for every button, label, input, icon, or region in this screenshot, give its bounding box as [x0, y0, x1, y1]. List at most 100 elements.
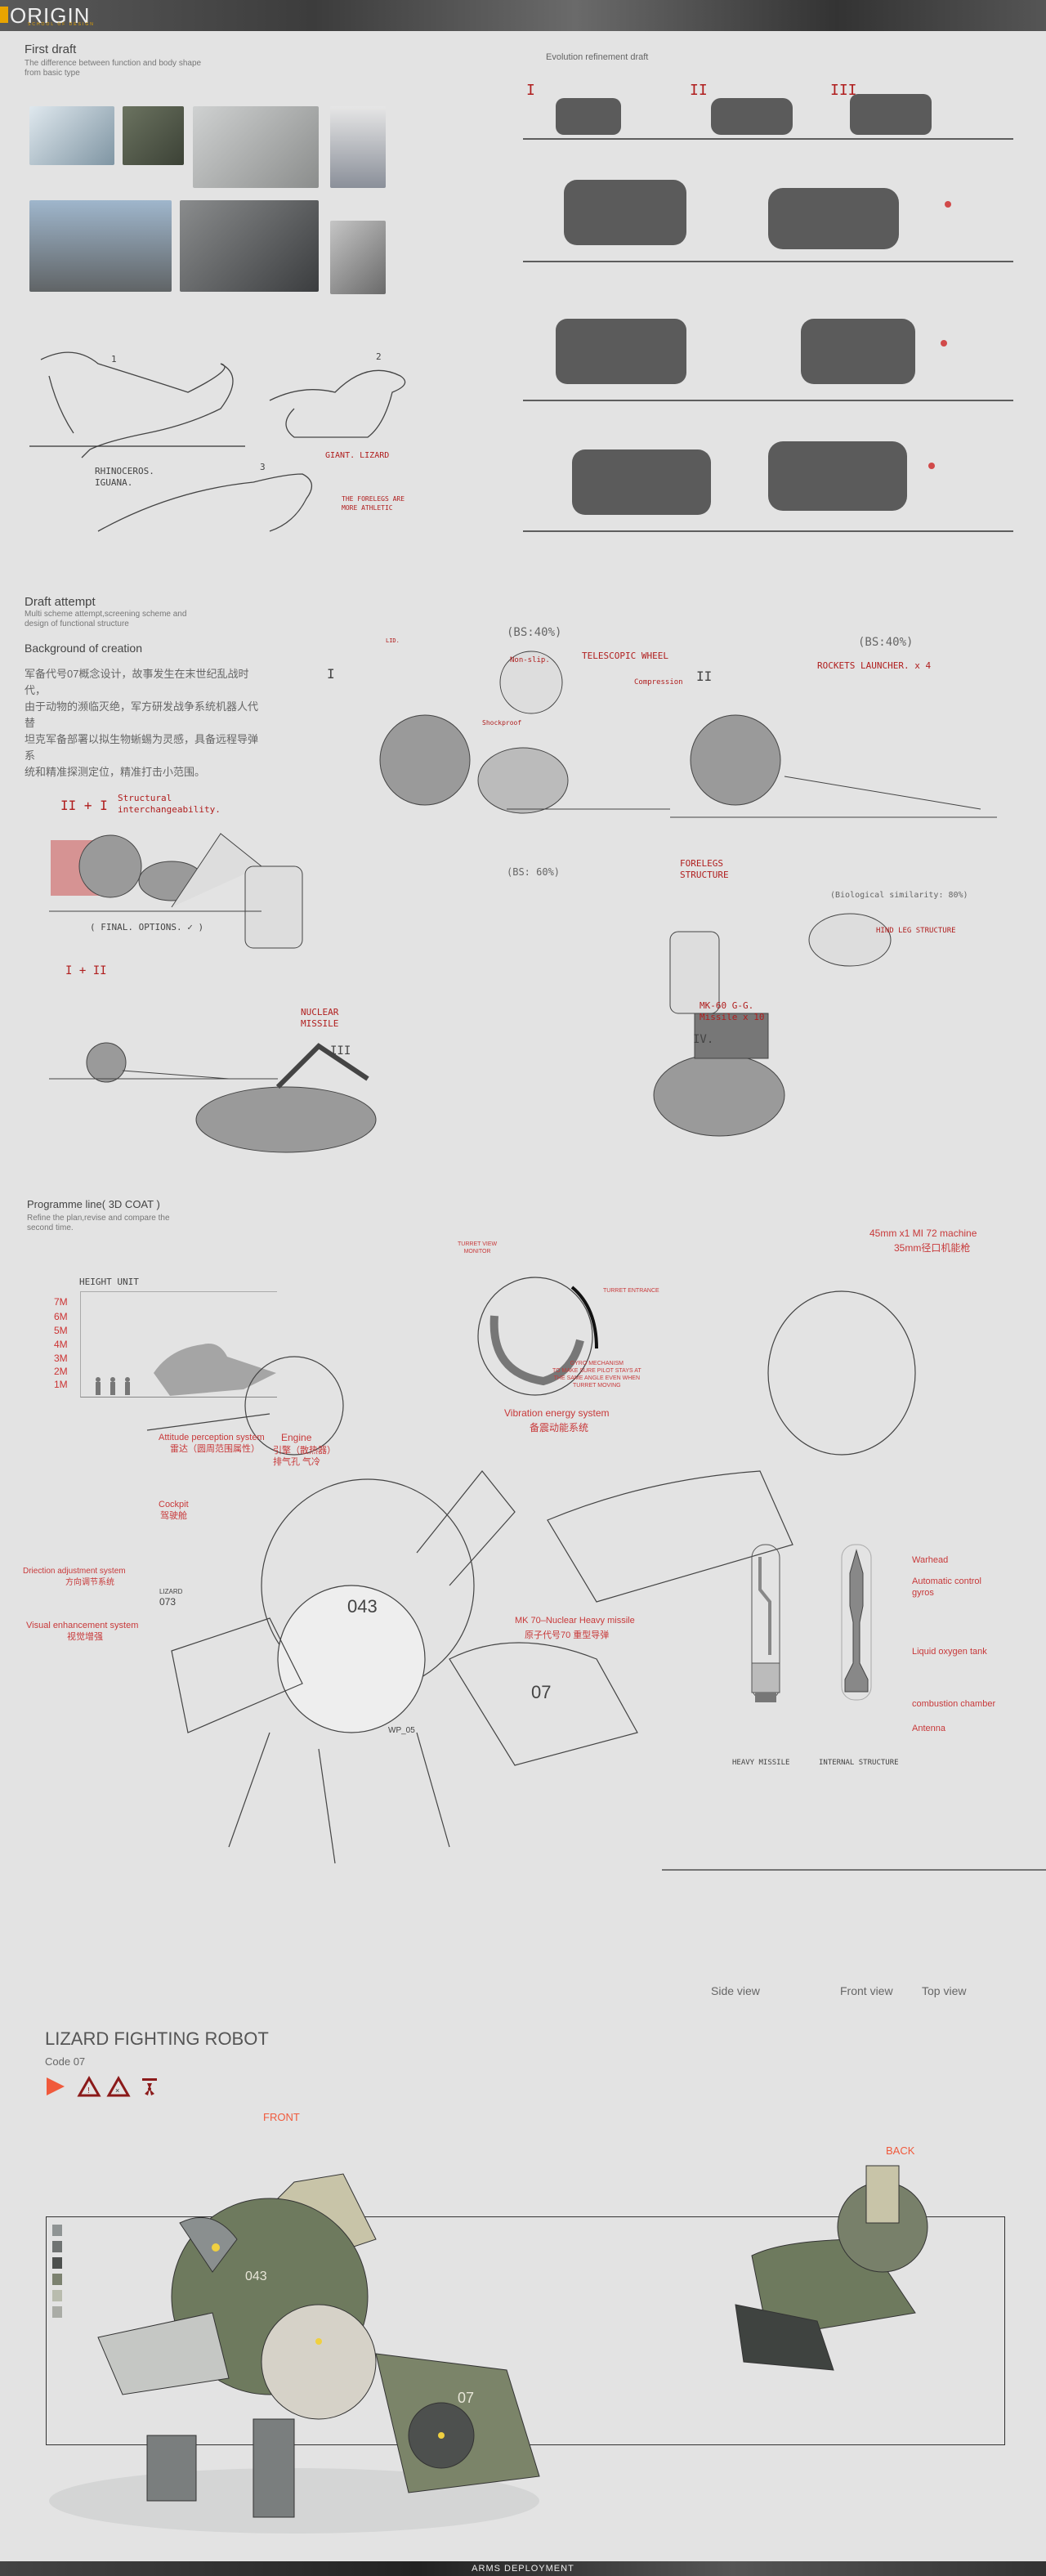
machine-gun-label: 45mm x1 MI 72 machine	[869, 1228, 977, 1239]
robot-side-number: 07	[531, 1682, 551, 1702]
note-nuclear-1: NUCLEAR	[301, 1007, 339, 1017]
note-iv: IV.	[693, 1033, 714, 1046]
color-palette	[52, 2225, 62, 2318]
radiation-icon	[142, 2078, 157, 2095]
logo-subtitle: SCHOOL OF DESIGN	[28, 22, 95, 27]
turret-entrance-label: TURRET ENTRANCE	[603, 1288, 659, 1294]
rhinoceros-label: RHINOCEROS.	[95, 466, 154, 476]
first-draft-subtitle-2: from basic type	[25, 69, 80, 78]
note-compression: Compression	[634, 678, 683, 686]
robot-wp-mark: WP_05	[388, 1726, 415, 1735]
robot-lizard-mark: LIZARD	[159, 1588, 183, 1595]
note-biological-similarity: (Biological similarity: 80%)	[830, 891, 968, 900]
first-draft-subtitle-1: The difference between function and body…	[25, 59, 202, 68]
direction-label-cn: 方向调节系统	[65, 1578, 114, 1587]
height-unit-title: HEIGHT UNIT	[79, 1277, 139, 1287]
note-lid: LID.	[386, 637, 400, 644]
height-tick: 3M	[54, 1353, 68, 1364]
height-silhouettes	[96, 1344, 276, 1396]
note-combo: II + I	[60, 798, 108, 813]
engine-label-cn-2: 排气孔 气冷	[273, 1457, 321, 1467]
programme-subtitle-2: second time.	[27, 1223, 74, 1232]
evolution-mark-2: II	[690, 82, 708, 99]
reference-photo-joint	[330, 221, 386, 294]
note-nuclear-2: MISSILE	[301, 1018, 339, 1029]
robot-render: 043 07	[49, 2165, 928, 2534]
label-line: TURRET MOVING	[573, 1383, 621, 1389]
palette-swatch	[52, 2306, 62, 2318]
palette-swatch	[52, 2290, 62, 2301]
reference-photo-radar	[29, 200, 172, 292]
combustion-chamber-label: combustion chamber	[912, 1699, 996, 1709]
robot-code: Code 07	[45, 2055, 86, 2068]
sketch-number-3: 3	[260, 462, 266, 472]
no-entry-warning-icon: ×	[106, 2075, 131, 2097]
note-rockets-launcher: ROCKETS LAUNCHER. x 4	[817, 660, 932, 671]
reference-photo-mech	[330, 106, 386, 188]
svg-text:×: ×	[115, 2086, 119, 2095]
top-view-label: Top view	[922, 1984, 967, 1997]
note-i-plus-ii: I + II	[65, 964, 107, 977]
play-icon	[47, 2077, 65, 2095]
height-tick: 4M	[54, 1339, 68, 1350]
warning-icon: !	[77, 2075, 101, 2097]
background-line: 统和精准探测定位，精准打击小范围。	[25, 766, 206, 778]
background-text: 军备代号07概念设计，故事发生在末世纪乱战时代， 由于动物的濒临灭绝，军方研发战…	[25, 666, 262, 780]
note-bs40-b: (BS:40%)	[858, 636, 914, 649]
height-tick: 2M	[54, 1366, 68, 1377]
draft-attempt-title: Draft attempt	[25, 595, 96, 609]
background-line: 由于动物的濒临灭绝，军方研发战争系统机器人代替	[25, 700, 259, 729]
note-mk60-2: Missile x 10	[700, 1012, 765, 1022]
visual-label-cn: 视觉增强	[67, 1632, 103, 1642]
robot-line-art: 043 LIZARD 073 07 WP_05	[146, 1290, 1046, 1871]
programme-subtitle-1: Refine the plan,revise and compare the	[27, 1214, 170, 1223]
gyros-label-1: Automatic control	[912, 1576, 981, 1586]
height-tick: 6M	[54, 1311, 68, 1322]
note-shockproof: Shockproof	[482, 719, 522, 727]
iguana-label: IGUANA.	[95, 477, 133, 488]
logo: ORIGIN	[10, 3, 91, 28]
visual-label: Visual enhancement system	[26, 1621, 139, 1630]
height-tick: 7M	[54, 1296, 68, 1308]
footer-banner: ARMS DEPLOYMENT	[0, 2561, 1046, 2576]
robot-code-mark: 073	[159, 1596, 176, 1608]
attitude-label: Attitude perception system	[159, 1433, 265, 1442]
height-tick: 1M	[54, 1379, 68, 1390]
reference-photo-rocket-pods	[180, 200, 319, 292]
evolution-title: Evolution refinement draft	[546, 52, 649, 62]
note-bs60: (BS: 60%)	[507, 866, 561, 878]
label-line: GYRO MECHANISM	[570, 1361, 624, 1366]
turret-diagram	[477, 1277, 598, 1396]
background-line: 军备代号07概念设计，故事发生在末世纪乱战时代，	[25, 668, 249, 696]
front-view-label: Front view	[840, 1984, 893, 1997]
note-nonslip: Non-slip.	[510, 656, 550, 664]
internal-structure-label: INTERNAL STRUCTURE	[819, 1759, 899, 1767]
first-draft-title: First draft	[25, 42, 77, 56]
note-i: I	[327, 666, 335, 682]
note-structural-2: interchangeability.	[118, 804, 221, 815]
engine-label: Engine	[281, 1432, 312, 1443]
vibration-label-cn: 备震动能系统	[530, 1422, 589, 1433]
logo-mark	[0, 7, 8, 23]
note-ii: II	[696, 669, 713, 684]
back-label: BACK	[886, 2144, 915, 2157]
palette-swatch	[52, 2241, 62, 2252]
height-chart-frame	[80, 1291, 277, 1398]
note-forelegs-1: FORELEGS	[680, 858, 723, 869]
engine-label-cn-1: 引擎（散热器）	[273, 1446, 336, 1456]
front-label: FRONT	[263, 2111, 300, 2123]
reference-photo-lizard-run	[193, 106, 319, 188]
direction-label: Driection adjustment system	[23, 1567, 126, 1576]
note-mk60-1: MK-60 G-G.	[700, 1000, 754, 1011]
machine-gun-label-cn: 35mm径口机能枪	[894, 1242, 971, 1254]
gyros-label-2: gyros	[912, 1588, 934, 1598]
render-side-number: 07	[458, 2390, 474, 2406]
mk70-label: MK 70–Nuclear Heavy missile	[515, 1616, 635, 1626]
note-forelegs-2: STRUCTURE	[680, 870, 729, 880]
missile-diagrams	[751, 1544, 872, 1702]
robot-title: LIZARD FIGHTING ROBOT	[45, 2028, 269, 2049]
note-structural-1: Structural	[118, 793, 172, 803]
antenna-label: Antenna	[912, 1724, 945, 1733]
